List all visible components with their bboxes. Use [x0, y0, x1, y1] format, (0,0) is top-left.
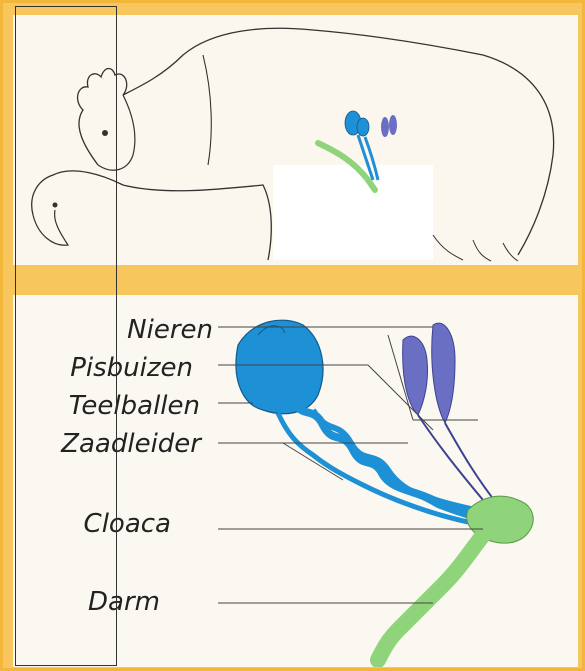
hen-eye — [53, 203, 58, 208]
label-darm: Darm — [13, 587, 160, 617]
testis-duct-left — [418, 415, 483, 500]
rooster-wing — [203, 55, 211, 165]
rooster-eye — [102, 130, 108, 136]
rooster-tail-feathers — [433, 235, 518, 261]
chicken-illustration-panel — [13, 15, 578, 265]
organ-diagram-panel: Nieren Pisbuizen Teelballen Zaadleider C… — [13, 295, 578, 667]
kidney — [236, 320, 323, 413]
mating-chickens-drawing — [13, 15, 578, 265]
label-teelballen: Teelballen — [35, 391, 200, 421]
testis-right — [432, 323, 455, 423]
small-kidney-2 — [357, 118, 369, 136]
label-nieren: Nieren — [53, 315, 213, 345]
label-cloaca: Cloaca — [13, 509, 171, 539]
label-pisbuizen: Pisbuizen — [33, 353, 193, 383]
label-zaadleider: Zaadleider — [33, 429, 201, 459]
hen-outline — [32, 171, 272, 260]
intestine — [378, 535, 483, 660]
small-testis — [381, 117, 389, 137]
tail-overlap-patch — [273, 165, 433, 260]
hen-head — [33, 210, 68, 245]
small-testis-2 — [389, 115, 397, 135]
pointer-zaadleider-angled — [283, 443, 343, 480]
